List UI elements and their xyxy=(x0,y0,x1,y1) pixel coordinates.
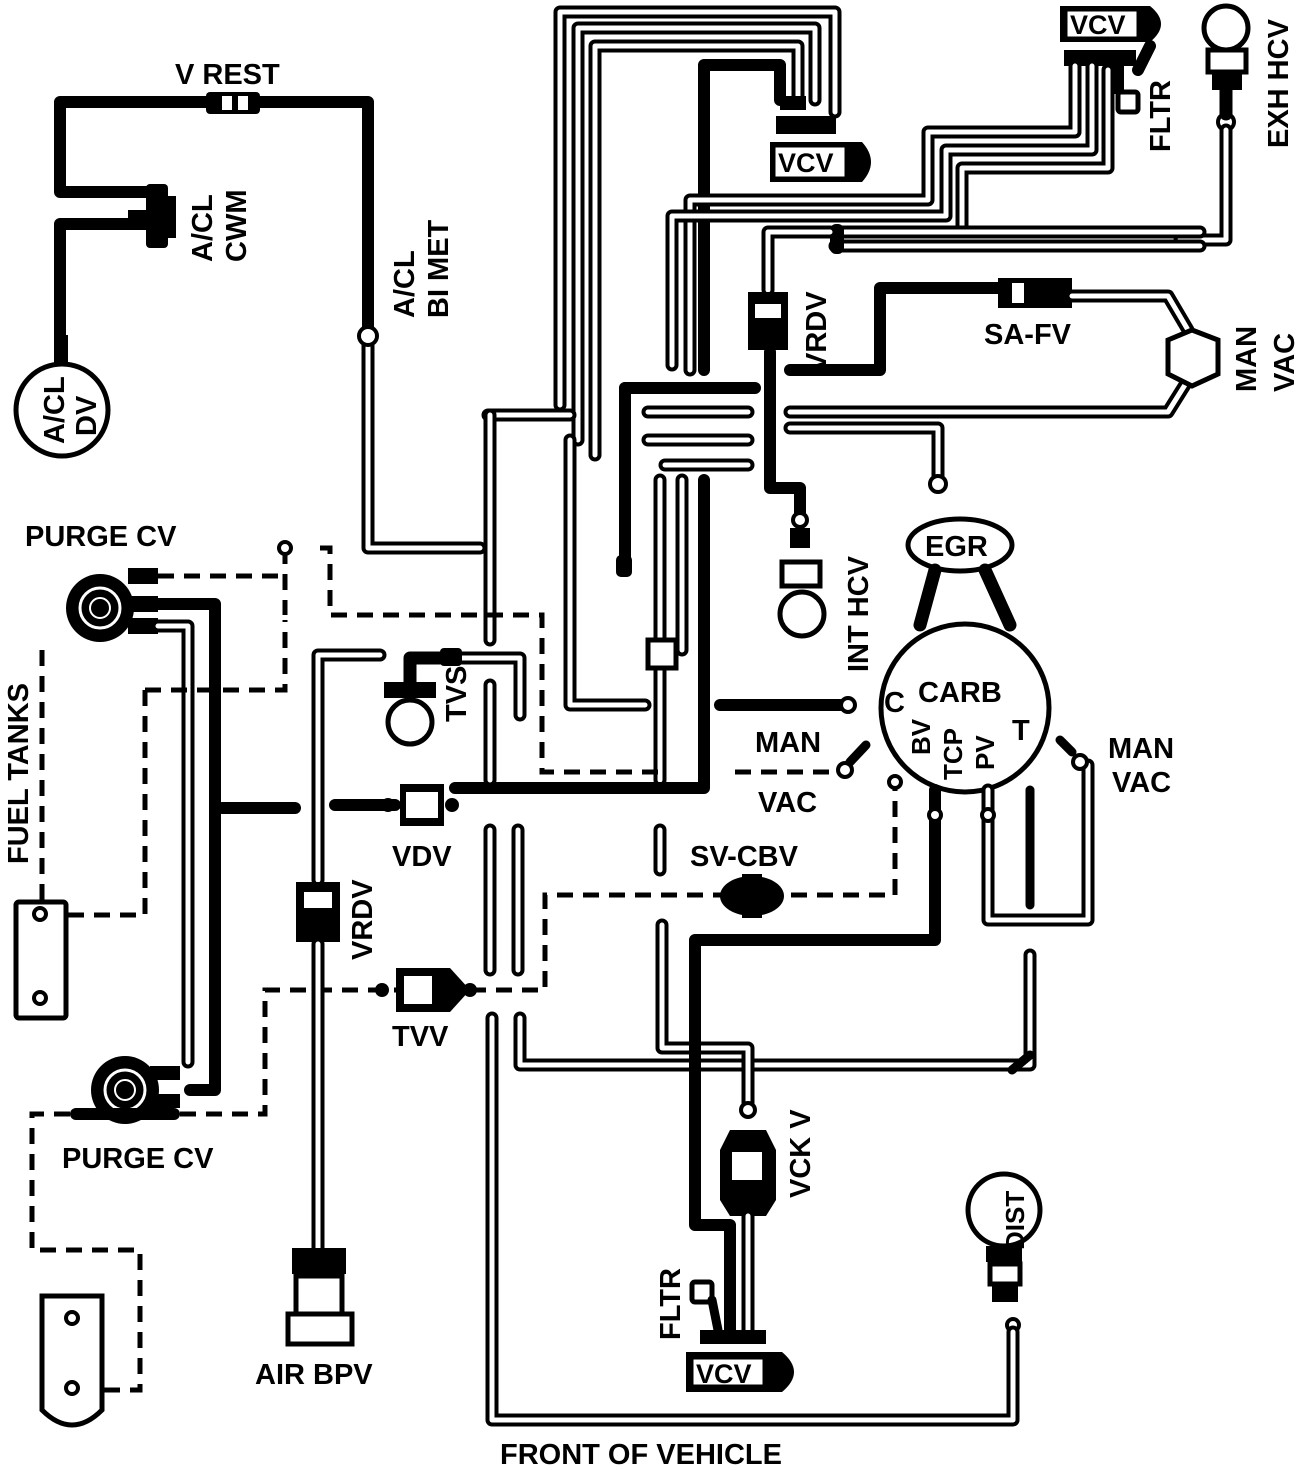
man-vac-left-label-1: MAN xyxy=(755,727,821,759)
man-vac-right-label-2: VAC xyxy=(1269,333,1301,392)
egr-valve xyxy=(905,474,1017,632)
carb-t-port-label: T xyxy=(1012,715,1030,747)
fltr-bottom-label: FLTR xyxy=(655,1268,687,1340)
vck-v-circuit xyxy=(655,918,776,1337)
vcv-bottom-label: VCV xyxy=(696,1359,752,1389)
exh-hcv-label: EXH HCV xyxy=(1263,18,1295,148)
purge-cv-top-label: PURGE CV xyxy=(25,521,177,553)
air-bpv-label: AIR BPV xyxy=(255,1359,373,1391)
sa-fv-label: SA-FV xyxy=(984,319,1072,351)
purge-cv-top xyxy=(66,568,158,642)
sa-fv-circuit xyxy=(783,278,1221,419)
vck-v-label: VCK V xyxy=(785,1109,817,1198)
vcv-top-right xyxy=(1060,6,1161,66)
v-rest-valve xyxy=(206,92,260,114)
carb-tcp-port-label: TCP xyxy=(938,728,968,780)
int-hcv xyxy=(777,511,827,639)
vrdv-lower-label: VRDV xyxy=(347,879,379,960)
fltr-top xyxy=(1112,66,1141,115)
acl-dv-label-1: A/CL xyxy=(39,376,71,444)
carb-lower-hoses xyxy=(513,735,1095,1075)
purge-cv-bottom xyxy=(70,1056,180,1124)
carb-label: CARB xyxy=(918,677,1002,709)
central-lower-stubs xyxy=(483,678,667,977)
v-rest-label: V REST xyxy=(175,59,280,91)
vrdv-lower-valve xyxy=(296,648,387,1257)
vrdv-upper-label: VRDV xyxy=(801,291,833,372)
vcv-top-right-label: VCV xyxy=(1070,10,1126,40)
air-bpv xyxy=(285,1248,355,1347)
sv-cbv-label: SV-CBV xyxy=(690,841,799,873)
egr-label: EGR xyxy=(925,531,988,563)
vcv-top-center-label: VCV xyxy=(778,148,834,178)
int-hcv-label: INT HCV xyxy=(843,555,875,672)
tvs-label: TVS xyxy=(441,666,473,722)
vdv-label: VDV xyxy=(392,841,452,873)
front-of-vehicle-label: FRONT OF VEHICLE xyxy=(500,1439,782,1470)
tvv-label: TVV xyxy=(392,1021,449,1053)
ac-vacuum-circuit xyxy=(54,96,487,555)
acl-bimet-label-1: A/CL xyxy=(389,250,421,318)
tvs-valve xyxy=(384,648,527,747)
exh-hcv xyxy=(1173,3,1251,247)
vrdv-upper-valve xyxy=(748,225,837,526)
carb-pv-port-label: PV xyxy=(970,735,1000,770)
carb-bv-port-label: BV xyxy=(906,718,936,755)
front-return-hoses xyxy=(485,1011,1020,1427)
man-vac-left-label-2: VAC xyxy=(758,787,817,819)
fuel-tanks-label: FUEL TANKS xyxy=(3,683,35,864)
acl-cwm-label-1: A/CL xyxy=(187,194,219,262)
man-vac-left-port xyxy=(735,740,871,779)
vdv-valve xyxy=(329,784,459,826)
sv-cbv-valve xyxy=(720,874,784,918)
dist-label: DIST xyxy=(1000,1191,1030,1250)
acl-cwm-valve xyxy=(128,184,176,248)
acl-bimet-port xyxy=(357,325,379,347)
man-vac-carb-label-2: VAC xyxy=(1112,767,1171,799)
tvv-valve xyxy=(375,968,477,1012)
acl-bimet-label-2: BI MET xyxy=(423,219,455,318)
fuel-tank-upper xyxy=(13,650,69,1021)
purge-cv-bottom-label: PURGE CV xyxy=(62,1143,214,1175)
acl-dv-label-2: DV xyxy=(71,395,103,436)
lower-dashed-circuit xyxy=(29,774,903,1393)
acl-cwm-label-2: CWM xyxy=(221,190,253,262)
acl-dv-diaphragm xyxy=(13,335,111,459)
carb-c-port-label: C xyxy=(884,687,905,719)
purge-cv-top-hoses xyxy=(40,540,665,1096)
exh-distribution-tube xyxy=(828,224,1207,254)
central-vacuum-tree xyxy=(449,382,945,794)
vcv-top-right-hoses xyxy=(665,40,1156,377)
fuel-tank-lower xyxy=(39,1293,105,1428)
vcv-bottom xyxy=(686,1330,794,1392)
fltr-bottom xyxy=(689,1279,723,1335)
carburetor xyxy=(839,621,1052,795)
upper-hose-bundle xyxy=(553,5,842,462)
man-vac-right-label-1: MAN xyxy=(1231,326,1263,392)
vcv-top-center xyxy=(770,96,871,182)
fltr-top-label: FLTR xyxy=(1145,80,1177,152)
man-vac-carb-label-1: MAN xyxy=(1108,733,1174,765)
